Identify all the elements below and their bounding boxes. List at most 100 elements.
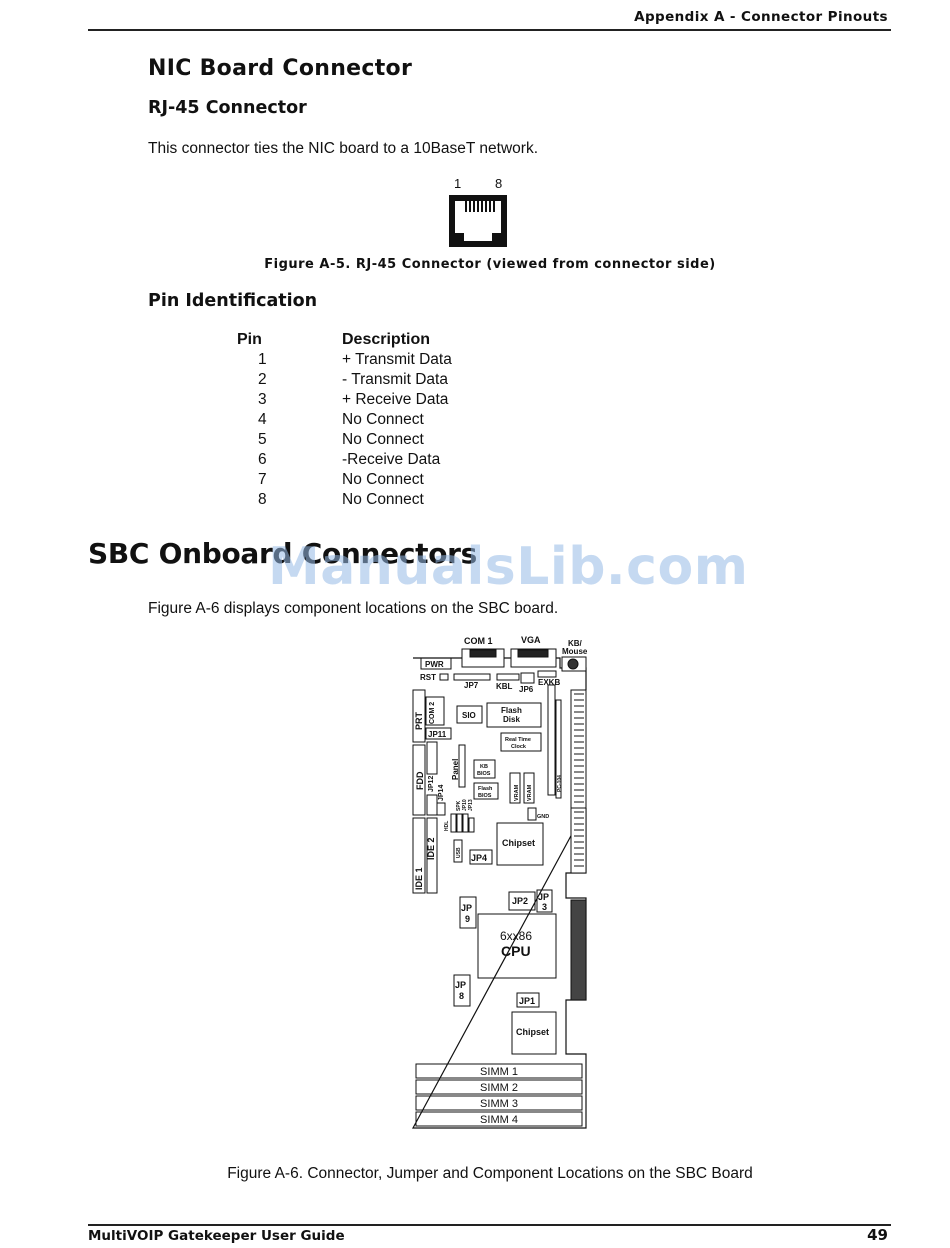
ide1-label: IDE 1	[414, 867, 424, 890]
jp7-label: JP7	[464, 681, 479, 690]
cpu-model-label: 6xx86	[500, 929, 532, 943]
pin-description: No Connect	[342, 411, 424, 428]
kbl-label: KBL	[496, 682, 513, 691]
pin-identification-heading: Pin Identification	[148, 291, 318, 311]
jp12-label: JP12	[428, 776, 435, 792]
rst-label: RST	[420, 673, 436, 682]
pin-number: 5	[258, 431, 267, 448]
jp9-label-2: 9	[465, 914, 470, 924]
simm2-label: SIMM 2	[480, 1082, 518, 1094]
exkb-label: EXKB	[538, 678, 560, 687]
pin-number: 3	[258, 391, 267, 408]
table-row: 4 No Connect	[0, 411, 600, 431]
jp2-label: JP2	[512, 896, 528, 906]
hdl-label: HDL	[444, 821, 450, 831]
chipset-2-label: Chipset	[516, 1027, 549, 1037]
page-number: 49	[867, 1226, 888, 1244]
vram-label: VRAM	[514, 784, 520, 801]
pc104-label: PC-104	[557, 775, 563, 792]
flash-bios-label-2: BIOS	[478, 793, 492, 799]
pin-number: 4	[258, 411, 267, 428]
subsection-title: RJ-45 Connector	[148, 98, 307, 118]
jp6-label: JP6	[519, 685, 534, 694]
kb-bios-label: KB	[480, 764, 488, 770]
pin-description: No Connect	[342, 491, 424, 508]
rj45-figure: 1 8	[448, 176, 510, 248]
footer-guide-title: MultiVOIP Gatekeeper User Guide	[88, 1228, 345, 1244]
rj45-connector-icon	[449, 195, 507, 247]
pin-1-label: 1	[454, 176, 462, 191]
header-rule	[88, 29, 891, 31]
pin-description: + Receive Data	[342, 391, 449, 408]
jp4-label: JP4	[471, 853, 487, 863]
gnd-label: GND	[537, 814, 549, 820]
jp9-label: JP	[461, 903, 472, 913]
table-row: 7 No Connect	[0, 471, 600, 491]
pin-table: Pin Description 1 + Transmit Data 2 - Tran…	[0, 331, 600, 516]
jp8-label: JP	[455, 980, 466, 990]
flash-bios-label: Flash	[478, 786, 493, 792]
pin-number: 6	[258, 451, 267, 468]
pin-column-header: Pin	[237, 331, 262, 348]
jp8-label-2: 8	[459, 991, 464, 1001]
pin-number: 7	[258, 471, 267, 488]
rtc-label: Real Time	[505, 737, 531, 743]
pwr-label: PWR	[425, 660, 444, 669]
prt-label: PRT	[414, 711, 424, 730]
flash-disk-label: Flash	[501, 706, 522, 715]
table-row: 5 No Connect	[0, 431, 600, 451]
pin-8-label: 8	[495, 176, 503, 191]
com2-label: COM 2	[429, 702, 436, 724]
simm1-label: SIMM 1	[480, 1066, 518, 1078]
figure-a6-caption: Figure A-6. Connector, Jumper and Compon…	[227, 1165, 753, 1182]
rtc-label-2: Clock	[511, 744, 527, 750]
cpu-label: CPU	[501, 943, 531, 959]
sio-label: SIO	[462, 711, 476, 720]
running-header: Appendix A - Connector Pinouts	[634, 9, 888, 25]
description-column-header: Description	[342, 331, 431, 348]
table-row: 1 + Transmit Data	[0, 351, 600, 371]
table-row: 3 + Receive Data	[0, 391, 600, 411]
panel-label: Panel	[451, 759, 460, 780]
pin-description: No Connect	[342, 471, 424, 488]
simm4-label: SIMM 4	[480, 1114, 518, 1126]
pin-number: 2	[258, 371, 267, 388]
watermark-logo: ManualsLib.com	[268, 537, 749, 597]
pin-number: 8	[258, 491, 267, 508]
jp3-label-2: 3	[542, 902, 547, 912]
table-row: 6 -Receive Data	[0, 451, 600, 471]
pin-description: -Receive Data	[342, 451, 441, 468]
chipset-label: Chipset	[502, 838, 535, 848]
pin-number: 1	[258, 351, 267, 368]
vga-label: VGA	[521, 635, 541, 645]
figure-a5-caption: Figure A-5. RJ-45 Connector (viewed from…	[264, 257, 716, 272]
kb-label: KB/	[568, 639, 583, 648]
jp14-label: JP14	[438, 785, 445, 801]
section-title: NIC Board Connector	[148, 56, 413, 81]
sbc-section-title: SBC Onboard Connectors	[88, 537, 478, 570]
flash-disk-label-2: Disk	[503, 715, 520, 724]
spk-label: SPK	[456, 800, 462, 811]
pin-description: - Transmit Data	[342, 371, 448, 388]
vram-2-label: VRAM	[527, 784, 533, 801]
sbc-intro-paragraph: Figure A-6 displays component locations …	[148, 600, 559, 617]
pin-description: + Transmit Data	[342, 351, 452, 368]
fdd-label: FDD	[415, 771, 425, 790]
table-row: 2 - Transmit Data	[0, 371, 600, 391]
jp1-label: JP1	[519, 996, 535, 1006]
usb-label: USB	[456, 847, 462, 858]
simm3-label: SIMM 3	[480, 1098, 518, 1110]
footer-rule	[88, 1224, 891, 1226]
pin-description: No Connect	[342, 431, 424, 448]
mouse-label: Mouse	[562, 647, 588, 656]
jp11-label: JP11	[428, 730, 447, 739]
intro-paragraph: This connector ties the NIC board to a 1…	[148, 140, 538, 157]
jp13-label: JP13	[468, 799, 474, 811]
table-row: 8 No Connect	[0, 491, 600, 511]
ide2-label: IDE 2	[426, 837, 436, 860]
sbc-board-diagram: COM 1 VGA KB/ Mouse PWR RST JP7 KBL JP6 …	[411, 635, 588, 1129]
kb-bios-label-2: BIOS	[477, 771, 491, 777]
jp3-label: JP	[538, 892, 549, 902]
com1-label: COM 1	[464, 636, 493, 646]
jp10-label: JP10	[462, 799, 468, 811]
